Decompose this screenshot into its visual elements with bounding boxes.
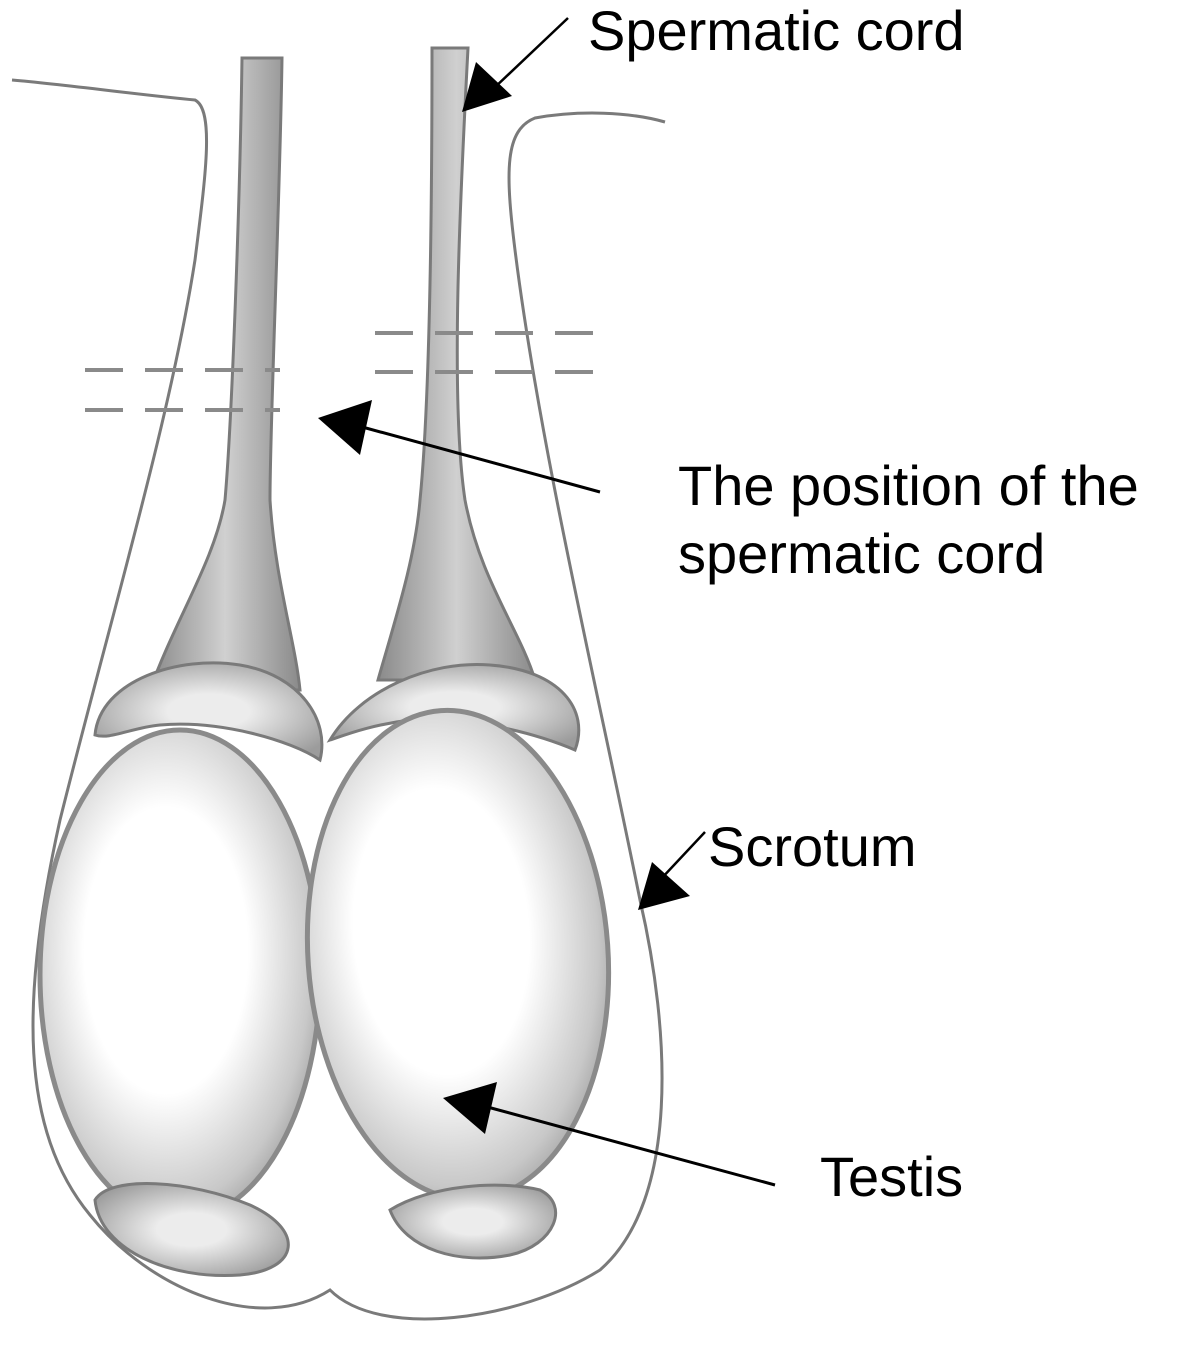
left-testis [37, 727, 323, 1223]
right-epididymis-head [326, 662, 581, 752]
right-epididymis-tail [388, 1183, 558, 1260]
left-epididymis-head [93, 661, 324, 763]
arrow-spermatic-cord [462, 17, 569, 112]
label-testis: Testis [820, 1145, 963, 1208]
left-dashed-lines [85, 368, 280, 412]
right-testis [304, 707, 612, 1203]
arrow-testis [443, 1082, 776, 1187]
right-spermatic-cord [376, 46, 538, 682]
right-dashed-lines [375, 331, 612, 374]
label-position-line2: spermatic cord [678, 522, 1045, 585]
label-spermatic-cord: Spermatic cord [588, 0, 965, 62]
label-scrotum: Scrotum [708, 815, 917, 878]
arrow-scrotum [638, 831, 706, 910]
left-epididymis-tail [93, 1182, 290, 1278]
label-position-line1: The position of the [678, 454, 1139, 517]
scrotum-outline [11, 78, 666, 1321]
arrow-position [318, 400, 601, 494]
